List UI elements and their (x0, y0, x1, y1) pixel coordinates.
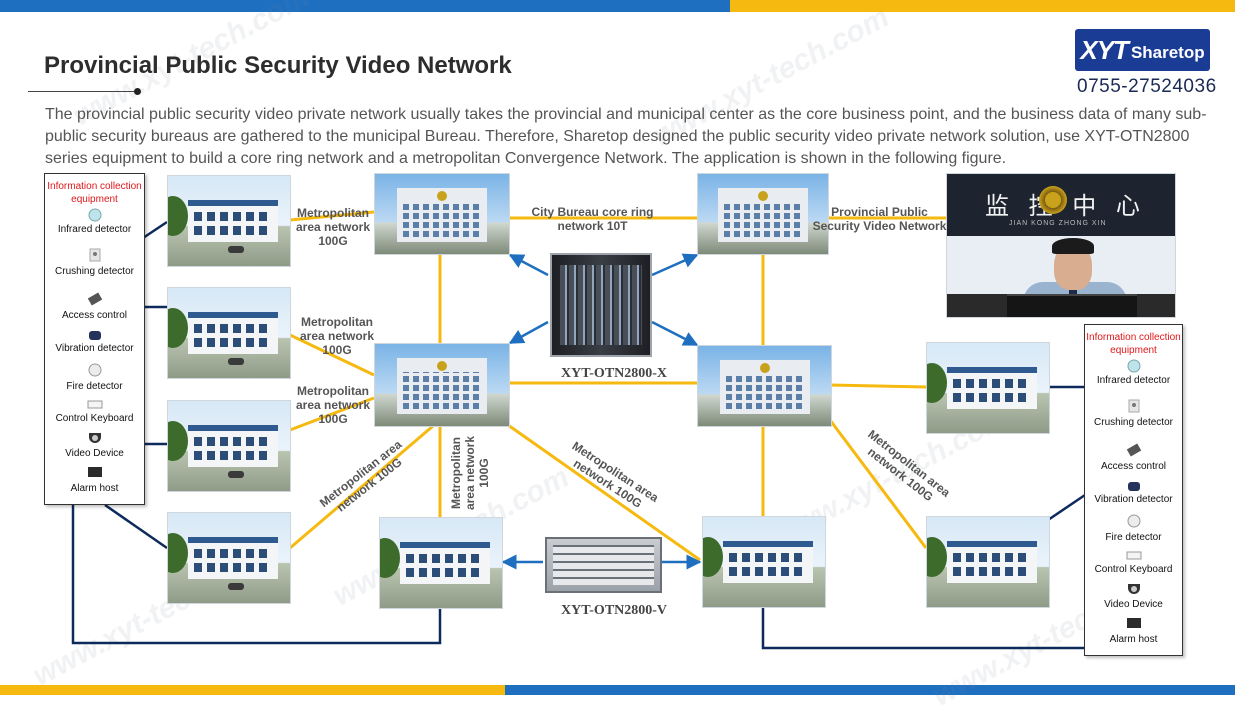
phone-number: 0755-27524036 (1077, 76, 1217, 97)
otn2800-v-device (545, 537, 662, 593)
core-ring-label: City Bureau core ring network 10T (531, 205, 654, 233)
city-bureau-building (374, 173, 510, 255)
panel-item-label: Vibration detector (1094, 494, 1173, 505)
company-logo: XYT Sharetop (1075, 29, 1210, 71)
city-bureau-building (697, 345, 832, 427)
top-accent-bar-blue (0, 0, 730, 12)
panel-title: Information collection equipment (1086, 332, 1181, 356)
vibration-detector-icon (1126, 479, 1142, 493)
video-device-icon (87, 430, 103, 444)
otn2800-x-label: XYT-OTN2800-X (561, 366, 668, 381)
device-arrow (651, 253, 699, 277)
link-label: Metropolitan area network 100G (449, 435, 491, 511)
alarm-host-icon (87, 465, 103, 479)
control-keyboard-icon (87, 397, 103, 411)
logo-sub-text: Sharetop (1130, 43, 1205, 62)
title-underline-dot (134, 88, 141, 95)
infrared-detector-icon (1126, 359, 1142, 373)
alarm-host-icon (1126, 616, 1142, 630)
vibration-detector-icon (87, 328, 103, 342)
access-link (1047, 493, 1086, 522)
sub-bureau-building (702, 516, 826, 608)
fire-detector-icon (87, 363, 103, 377)
intro-paragraph: The provincial public security video pri… (45, 106, 1207, 167)
bottom-accent-bar-blue (505, 685, 1235, 695)
crushing-detector-icon (1126, 399, 1142, 413)
provincial-link-label: Provincial Public Security Video Network (812, 205, 947, 233)
device-arrow (508, 320, 549, 345)
metro-link (289, 396, 375, 432)
link-label: Metropolitan area network 100G (299, 315, 375, 357)
bottom-accent-bar-yellow (0, 685, 505, 695)
sub-bureau-building (379, 517, 503, 609)
sub-bureau-building (926, 516, 1050, 608)
device-arrow (508, 253, 549, 277)
sub-bureau-building (167, 287, 291, 379)
metro-link (507, 423, 701, 562)
info-collection-panel-right: Information collection equipment Infrare… (1084, 324, 1183, 656)
metro-link (289, 418, 441, 550)
panel-item-label: Crushing detector (55, 266, 134, 277)
panel-item-label: Infrared detector (1096, 375, 1171, 386)
panel-title: Information collection equipment (47, 181, 142, 205)
network-links (71, 210, 1086, 650)
link-label: Metropolitan area network 100G (295, 384, 371, 426)
metro-link (289, 333, 375, 377)
metro-link (289, 210, 375, 222)
otn2800-x-device (550, 253, 652, 357)
access-control-icon (1126, 443, 1142, 457)
panel-item-label: Video Device (65, 448, 124, 459)
fire-detector-icon (1126, 514, 1142, 528)
access-control-icon (87, 292, 103, 306)
info-collection-panel-left: Information collection equipment Infrare… (44, 173, 145, 505)
panel-item-label: Access control (1100, 461, 1167, 472)
panel-item-label: Alarm host (70, 483, 119, 494)
sub-bureau-building (167, 175, 291, 267)
video-device-icon (1126, 581, 1142, 595)
access-link (71, 505, 442, 645)
otn2800-v-label: XYT-OTN2800-V (561, 603, 668, 618)
infrared-detector-icon (87, 208, 103, 222)
panel-item-label: Fire detector (66, 381, 123, 392)
logo-main-text: XYT (1080, 34, 1129, 65)
panel-item-label: Control Keyboard (1094, 564, 1173, 575)
link-label: Metropolitan area network 100G (295, 206, 371, 248)
sub-bureau-building (167, 512, 291, 604)
metro-link (829, 383, 927, 389)
police-emblem-icon (1039, 186, 1067, 214)
panel-item-label: Fire detector (1105, 532, 1162, 543)
device-arrow (651, 320, 699, 347)
access-link (104, 503, 168, 550)
title-underline (28, 91, 138, 92)
top-accent-bar-yellow (730, 0, 1235, 12)
access-link (142, 220, 168, 240)
control-keyboard-icon (1126, 548, 1142, 562)
panel-item-label: Access control (61, 310, 128, 321)
panel-item-label: Vibration detector (55, 343, 134, 354)
crushing-detector-icon (87, 248, 103, 262)
access-link (761, 608, 1085, 650)
city-bureau-building (697, 173, 829, 255)
page-title: Provincial Public Security Video Network (44, 52, 512, 79)
panel-item-label: Crushing detector (1094, 417, 1173, 428)
city-bureau-building (374, 343, 510, 427)
sub-bureau-building (167, 400, 291, 492)
panel-item-label: Infrared detector (57, 224, 132, 235)
monitoring-center-sign-pinyin: JIAN KONG ZHONG XIN (1009, 220, 1107, 227)
monitoring-center-photo: 监 控 中 心 JIAN KONG ZHONG XIN (946, 173, 1176, 318)
panel-item-label: Video Device (1104, 599, 1163, 610)
panel-item-label: Control Keyboard (55, 413, 134, 424)
panel-item-label: Alarm host (1109, 634, 1158, 645)
sub-bureau-building (926, 342, 1050, 434)
metro-link (828, 419, 928, 549)
